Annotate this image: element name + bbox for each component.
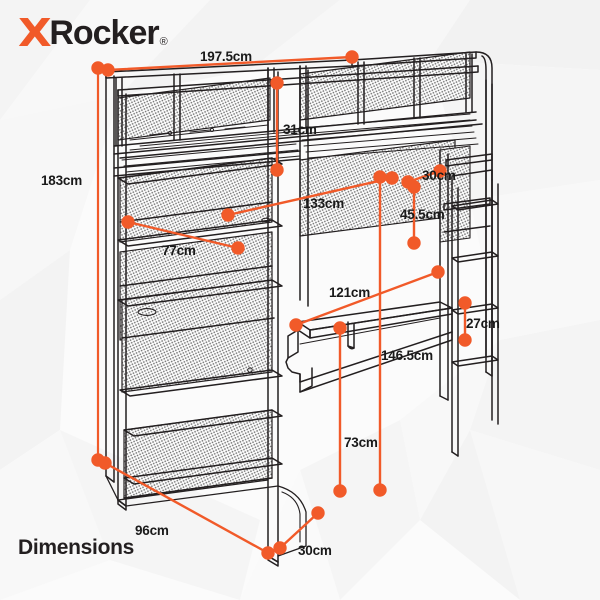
- dimline-bed-clearance: [226, 176, 394, 217]
- dimension-label-ladder-rung-gap: 27cm: [466, 316, 500, 331]
- dimension-label-depth-overall: 96cm: [135, 523, 169, 538]
- dimension-label-shelf-gap: 45.5cm: [400, 207, 445, 222]
- dimension-label-shelf-depth-top: 30cm: [422, 168, 456, 183]
- dimline-width-overall: [106, 55, 354, 72]
- page-title: Dimensions: [18, 536, 135, 559]
- dimension-label-guardrail-height: 31cm: [283, 122, 317, 137]
- dimension-label-desk-height: 73cm: [344, 435, 378, 450]
- dimension-label-shelf-width: 77cm: [162, 243, 196, 258]
- dimension-label-height-overall: 183cm: [41, 173, 83, 188]
- dimline-desk-overhang: [278, 511, 320, 550]
- dimline-shelf-width: [126, 220, 240, 250]
- dimension-label-desk-width: 121cm: [329, 285, 371, 300]
- logo-x-mark: X: [18, 11, 52, 55]
- registered-trademark-icon: ®: [159, 36, 168, 48]
- brand-logo: X Rocker ®: [18, 14, 168, 52]
- dimension-label-width-overall: 197.5cm: [200, 49, 252, 64]
- dimline-depth-overall: [103, 461, 270, 555]
- dimension-label-bed-clearance: 133cm: [303, 196, 345, 211]
- dimension-label-desk-overhang: 30cm: [298, 543, 332, 558]
- logo-wordmark: Rocker: [49, 14, 159, 52]
- dimension-label-desk-to-floor: 146.5cm: [381, 348, 433, 363]
- dimline-desk-width: [294, 270, 440, 327]
